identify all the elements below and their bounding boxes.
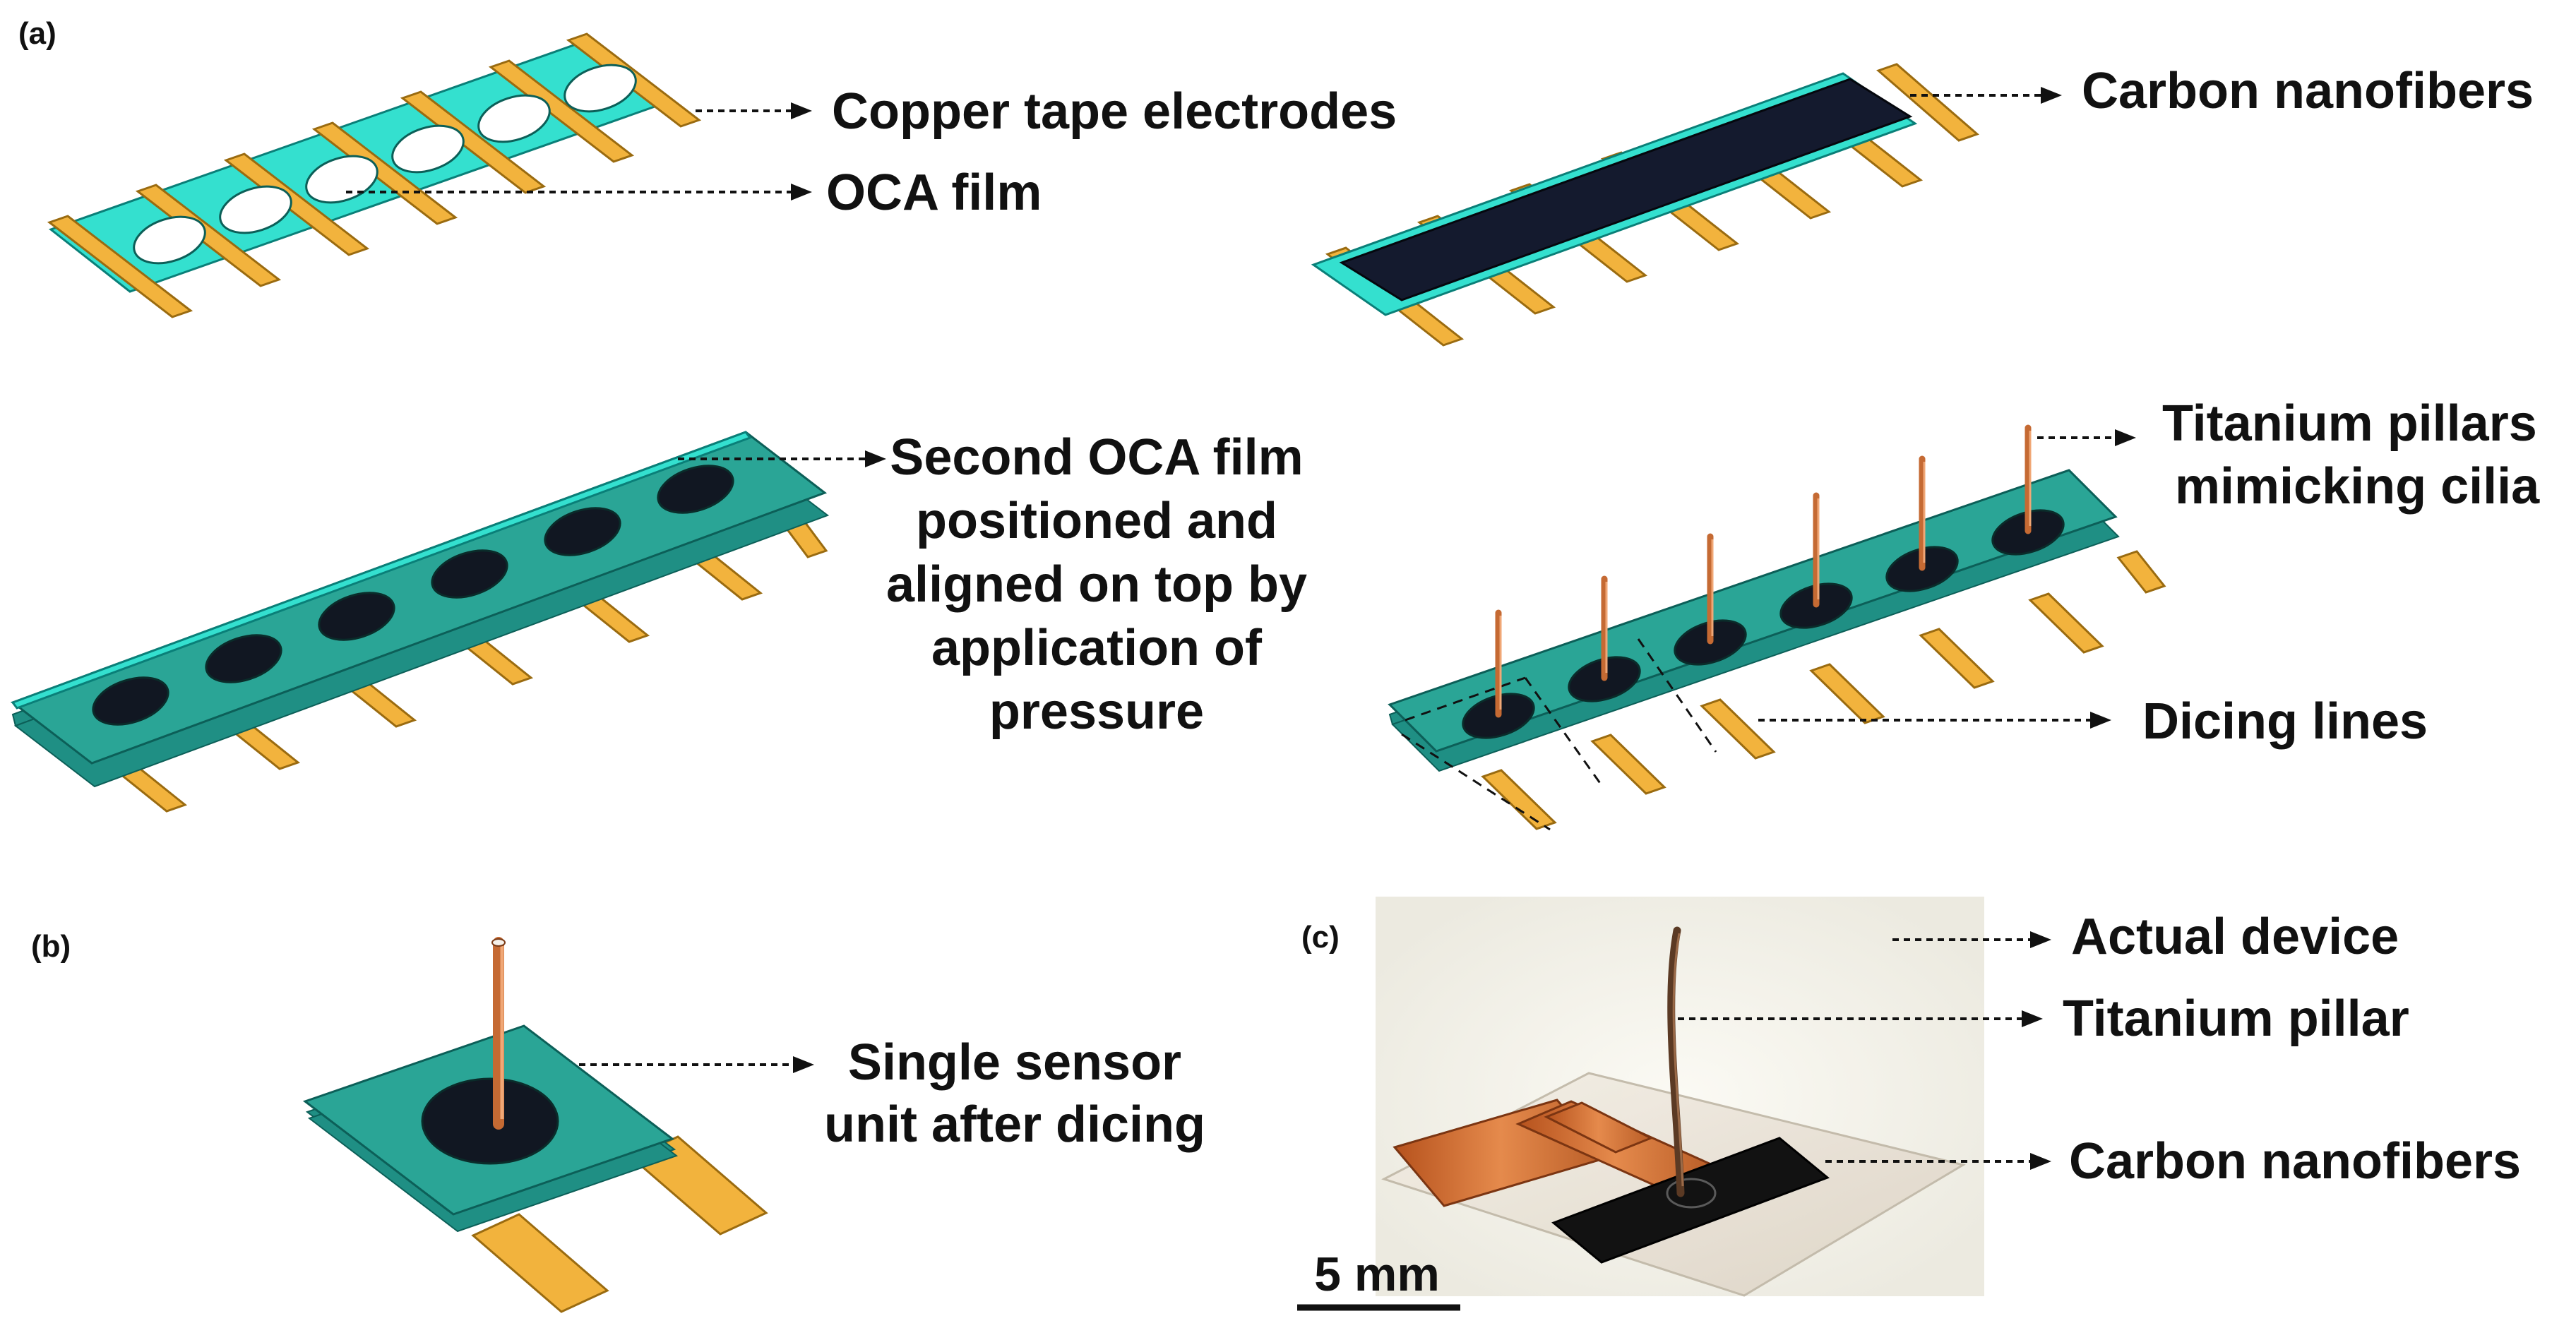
label-single-sensor: Single sensor bbox=[848, 1034, 1181, 1091]
carbon-nanofiber-sensing-area bbox=[421, 1077, 559, 1165]
copper-electrode bbox=[488, 59, 635, 163]
film-hole bbox=[219, 185, 292, 234]
copper-electrode bbox=[2028, 592, 2104, 654]
label-unit-after-dicing: unit after dicing bbox=[824, 1096, 1205, 1153]
copper-electrode bbox=[223, 152, 370, 256]
copper-electrode bbox=[1590, 734, 1666, 795]
copper-electrode bbox=[1700, 698, 1776, 760]
film-hole bbox=[431, 549, 508, 599]
film-hole bbox=[391, 124, 465, 174]
film-hole bbox=[205, 634, 282, 683]
copper-tape-electrodes bbox=[1481, 550, 2166, 830]
label-carbon-nanofibers-bottom: Carbon nanofibers bbox=[2069, 1133, 2521, 1190]
film-hole bbox=[133, 215, 206, 265]
label-line: application of bbox=[931, 620, 1263, 676]
sensing-hole-photo bbox=[1666, 1178, 1717, 1209]
label-line: pressure bbox=[989, 683, 1204, 740]
film-hole bbox=[92, 676, 169, 726]
titanium-pillars-arrow bbox=[2037, 429, 2136, 446]
carbon-nanofiber-layer bbox=[1339, 78, 1913, 301]
actual-device-arrow bbox=[1892, 931, 2051, 948]
label-line: aligned on top by bbox=[886, 556, 1307, 613]
copper-electrode bbox=[2116, 550, 2166, 594]
pillar-highlight bbox=[1672, 933, 1684, 1187]
label-line: Second OCA film bbox=[890, 429, 1303, 486]
label-line: positioned and bbox=[916, 493, 1277, 549]
label-second-oca-film: Second OCA film positioned and aligned o… bbox=[886, 429, 1307, 740]
carbon-nanofiber-strip-assembly bbox=[1311, 63, 1979, 347]
film-hole bbox=[318, 592, 395, 641]
film-holes-dark bbox=[92, 465, 734, 726]
titanium-pillar bbox=[2025, 424, 2032, 534]
copper-electrode bbox=[1809, 663, 1885, 724]
panel-label-b: (b) bbox=[31, 929, 71, 964]
laminated-strip-assembly bbox=[10, 431, 830, 813]
label-titanium-pillar: Titanium pillar bbox=[2063, 991, 2409, 1047]
carbon-nanofibers-arrow bbox=[1910, 87, 2062, 104]
actual-device-photo bbox=[1376, 897, 1984, 1297]
copper-electrode bbox=[135, 184, 282, 287]
label-titanium-pillars: Titanium pillars bbox=[2162, 395, 2537, 452]
titanium-pillar-arrow bbox=[1678, 1010, 2043, 1027]
oca-strip-with-electrodes bbox=[47, 32, 702, 318]
label-copper-tape-electrodes: Copper tape electrodes bbox=[832, 83, 1397, 140]
titanium-pillar bbox=[1495, 609, 1502, 718]
panel-label-a: (a) bbox=[18, 16, 56, 51]
copper-electrode bbox=[47, 215, 193, 318]
titanium-pillar-photo bbox=[1667, 926, 1685, 1197]
titanium-pillars bbox=[1495, 424, 2032, 718]
oca-film-arrow bbox=[346, 184, 812, 201]
scale-bar: 5 mm bbox=[1297, 1248, 1460, 1311]
titanium-pillar bbox=[1813, 492, 1820, 608]
titanium-pillar bbox=[491, 937, 506, 1130]
oca-film-holes bbox=[133, 64, 637, 265]
label-oca-film: OCA film bbox=[826, 164, 1042, 221]
scale-bar-label: 5 mm bbox=[1314, 1248, 1440, 1301]
label-carbon-nanofibers-top: Carbon nanofibers bbox=[2082, 63, 2534, 119]
single-sensor-unit bbox=[302, 937, 768, 1313]
carbon-nanofibers-photo-arrow bbox=[1825, 1153, 2051, 1170]
copper-electrode bbox=[400, 90, 547, 194]
dicing-lines-arrow bbox=[1758, 712, 2111, 729]
film-hole bbox=[564, 64, 637, 113]
label-mimicking-cilia: mimicking cilia bbox=[2175, 458, 2540, 515]
dicing-lines bbox=[1401, 638, 1717, 831]
second-oca-film-edge bbox=[11, 431, 752, 710]
titanium-pillar bbox=[1707, 533, 1714, 645]
pillar-array-assembly bbox=[1388, 424, 2166, 831]
copper-electrode bbox=[1481, 769, 1557, 830]
label-dicing-lines: Dicing lines bbox=[2142, 693, 2428, 750]
copper-electrode bbox=[1919, 628, 1995, 689]
copper-electrode bbox=[1876, 63, 1979, 142]
label-actual-device: Actual device bbox=[2071, 909, 2399, 965]
film-hole bbox=[657, 465, 734, 514]
panel-label-c: (c) bbox=[1301, 920, 1340, 955]
titanium-pillar bbox=[1601, 575, 1608, 681]
carbon-nanofiber-photo bbox=[1551, 1137, 1830, 1264]
copper-tape-electrodes bbox=[47, 32, 702, 318]
copper-tape-photo bbox=[1544, 1101, 1654, 1154]
copper-tape-arrow bbox=[696, 102, 812, 119]
film-hole bbox=[477, 94, 551, 143]
film-hole bbox=[544, 507, 621, 556]
copper-electrode bbox=[471, 1213, 609, 1313]
single-sensor-arrow bbox=[579, 1056, 814, 1073]
second-oca-arrow bbox=[678, 450, 886, 467]
titanium-pillar bbox=[1919, 455, 1926, 571]
